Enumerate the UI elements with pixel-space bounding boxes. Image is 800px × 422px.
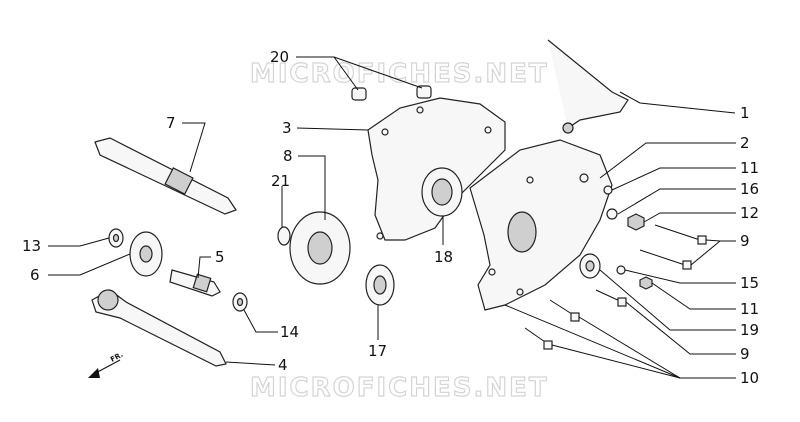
part-1-rod	[547, 39, 629, 134]
part-13-washer	[108, 228, 124, 248]
part-8-gear	[289, 211, 351, 285]
callout-2: 2	[740, 134, 750, 152]
callout-18: 18	[434, 248, 453, 266]
part-18-bearing	[421, 167, 463, 217]
part-14-washer	[232, 292, 248, 312]
callout-16: 16	[740, 180, 759, 198]
callout-11-lower: 11	[740, 300, 759, 318]
part-5-pinion	[169, 269, 221, 297]
callout-8: 8	[283, 147, 293, 165]
part-2-cover	[469, 139, 613, 311]
part-11-16-12-fasteners	[603, 185, 645, 231]
callout-labels: 20 1 7 3 2 8 11 21 16 12 13 9 5 18 6 15 …	[22, 48, 759, 387]
part-17-bearing	[365, 264, 395, 306]
part-15-washer	[616, 265, 653, 290]
callout-10: 10	[740, 369, 759, 387]
callout-9-lower: 9	[740, 345, 750, 363]
callout-20: 20	[270, 48, 289, 66]
callout-21: 21	[271, 172, 290, 190]
callout-17: 17	[368, 342, 387, 360]
leader-lines	[48, 56, 736, 379]
part-19-seal	[579, 253, 601, 279]
part-4-shaft	[91, 289, 227, 367]
part-20-pins	[351, 85, 432, 101]
callout-9-upper: 9	[740, 232, 750, 250]
part-9-bolts-upper	[639, 224, 707, 270]
part-21-circlip	[277, 226, 291, 246]
callout-19: 19	[740, 321, 759, 339]
callout-12: 12	[740, 204, 759, 222]
callout-5: 5	[215, 248, 225, 266]
callout-14: 14	[280, 323, 299, 341]
watermark-top: MICROFICHES.NET	[250, 59, 549, 89]
callout-1: 1	[740, 104, 750, 122]
front-direction-arrow: FR.	[88, 351, 124, 378]
part-6-gear	[129, 231, 163, 277]
callout-11-upper: 11	[740, 159, 759, 177]
callout-7: 7	[166, 114, 176, 132]
callout-3: 3	[282, 119, 292, 137]
callout-13: 13	[22, 237, 41, 255]
part-7-shaft	[94, 137, 237, 215]
callout-4: 4	[278, 356, 288, 374]
callout-6: 6	[30, 266, 40, 284]
callout-15: 15	[740, 274, 759, 292]
part-10-bolts	[524, 289, 627, 350]
watermark-bottom: MICROFICHES.NET	[250, 373, 549, 403]
